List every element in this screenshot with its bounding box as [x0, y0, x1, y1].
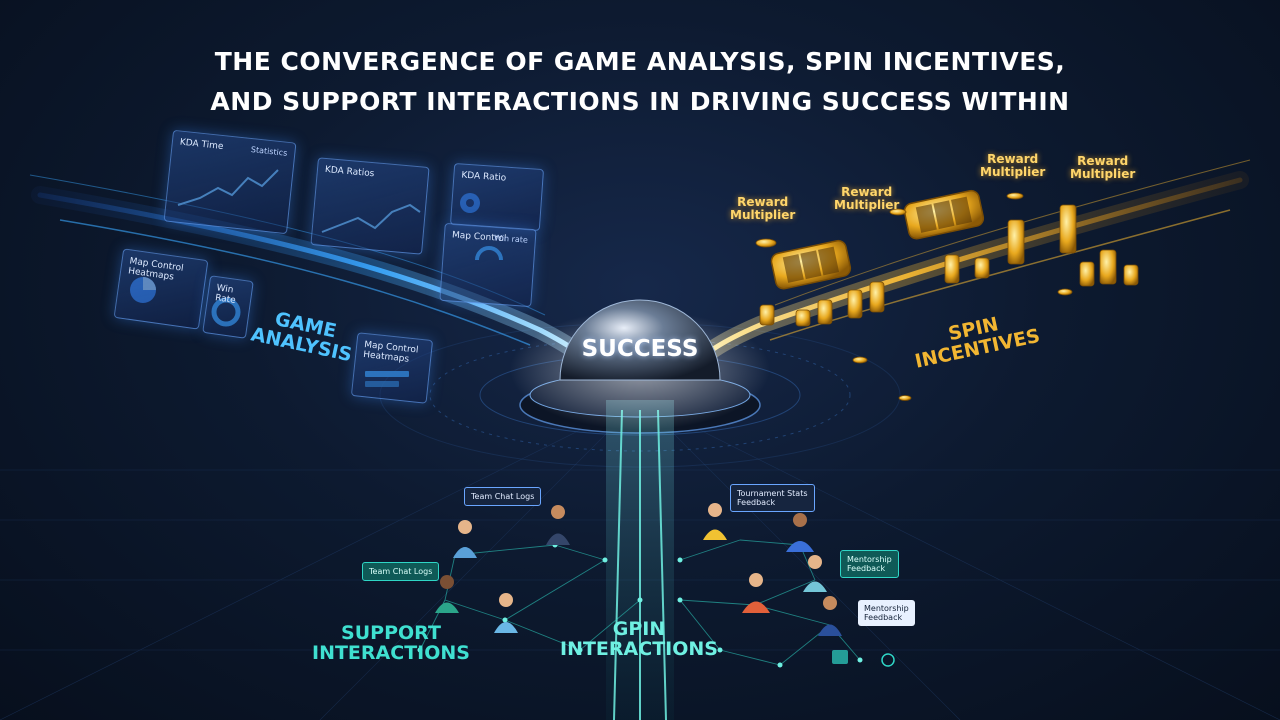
reward-line-2: Multiplier — [980, 164, 1046, 179]
kda-ratio-panel: KDA Ratio — [449, 162, 545, 232]
people-avatars — [435, 503, 842, 636]
network-nodes — [417, 542, 863, 668]
panel-caption: Statistics — [250, 145, 288, 158]
map-control-heatmaps-bottom-panel: Map Control Heatmaps — [350, 332, 434, 404]
network-lines — [419, 539, 861, 666]
chat-icon — [832, 650, 848, 664]
slot-reel — [770, 239, 852, 290]
map-control-heatmaps-panel: Map Control Heatmaps — [113, 248, 209, 330]
mentorship-feedback-bubble: Mentorship Feedback — [858, 600, 915, 627]
person-avatar — [786, 513, 814, 552]
person-avatar — [453, 520, 477, 558]
person-avatar — [494, 593, 518, 633]
headset-icon — [881, 653, 895, 667]
team-chat-logs-bubble: Team Chat Logs — [464, 487, 542, 507]
coin-stacks — [755, 192, 1139, 401]
title-line-2: AND SUPPORT INTERACTIONS IN DRIVING SUCC… — [210, 87, 1070, 116]
kda-ratios-panel: KDA Ratios — [310, 157, 430, 255]
reward-multiplier-label: Reward Multiplier — [730, 196, 795, 221]
reward-line-1: Reward — [987, 152, 1039, 166]
panel-title: KDA Ratios — [324, 164, 375, 180]
reward-line-2: Multiplier — [834, 197, 900, 212]
reward-multiplier-label: Reward Multiplier — [1070, 155, 1135, 180]
map-control-panel: Map Control Win rate — [439, 222, 537, 308]
bubble-line-2: Feedback — [864, 613, 903, 623]
panel-title: KDA Ratio — [461, 170, 507, 184]
success-sphere — [559, 299, 721, 381]
win-rate-panel: Win Rate — [202, 275, 254, 339]
bubble-line-1: Mentorship — [847, 555, 892, 564]
page-title: THE CONVERGENCE OF GAME ANALYSIS, SPIN I… — [0, 42, 1280, 122]
bubble-line-2: Feedback — [737, 498, 776, 508]
bubble-line-1: Mentorship — [864, 604, 909, 613]
gpin-interactions-label: GPIN INTERACTIONS — [560, 618, 718, 660]
panel-title: KDA Time — [179, 137, 224, 153]
feedback-bubble: Tournament Stats Feedback — [730, 484, 815, 513]
person-avatar — [803, 555, 827, 592]
reward-line-1: Reward — [841, 185, 893, 199]
label-line-2: INTERACTIONS — [560, 637, 718, 660]
panel-title: Map Control Heatmaps — [127, 256, 185, 283]
person-avatar — [435, 575, 459, 613]
reward-line-1: Reward — [737, 195, 789, 209]
success-label: SUCCESS — [581, 336, 699, 362]
label-line-1: GPIN — [612, 618, 666, 640]
support-interactions-label: SUPPORT INTERACTIONS — [312, 622, 470, 664]
person-avatar — [546, 505, 570, 545]
slot-reel — [903, 189, 985, 240]
mentorship-feedback-bubble: Mentorship Feedback — [840, 550, 899, 579]
reward-line-1: Reward — [1077, 154, 1129, 168]
panel-title: Map Control Heatmaps — [362, 340, 419, 365]
bubble-line-1: Tournament Stats — [737, 489, 808, 498]
slot-reels — [770, 189, 985, 290]
person-avatar — [703, 503, 727, 540]
kda-time-panel: KDA Time Statistics — [163, 129, 297, 235]
person-avatar — [742, 573, 770, 613]
person-avatar — [818, 596, 842, 636]
title-line-1: THE CONVERGENCE OF GAME ANALYSIS, SPIN I… — [214, 47, 1066, 76]
team-chat-logs-bubble: Team Chat Logs — [362, 562, 440, 582]
teal-stream — [613, 409, 667, 720]
reward-line-2: Multiplier — [1070, 166, 1136, 181]
label-line-2: INTERACTIONS — [312, 641, 470, 664]
reward-multiplier-label: Reward Multiplier — [834, 186, 899, 211]
panel-title: Win Rate — [214, 283, 237, 306]
reward-line-2: Multiplier — [730, 207, 796, 222]
reward-multiplier-label: Reward Multiplier — [980, 153, 1045, 178]
label-line-1: SUPPORT — [341, 622, 441, 644]
bubble-line-2: Feedback — [847, 564, 886, 574]
